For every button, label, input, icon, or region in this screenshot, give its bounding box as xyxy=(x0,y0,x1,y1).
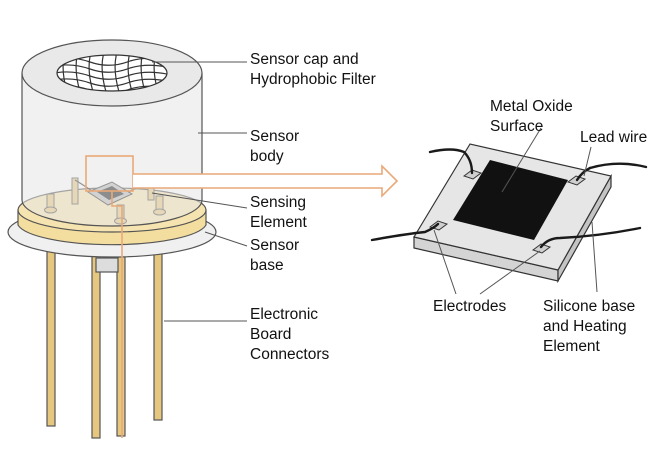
lead-wire xyxy=(370,222,440,242)
zoom-highlight-tail xyxy=(111,191,123,438)
label-line: Sensing xyxy=(250,194,307,211)
label-line: Silicone base xyxy=(543,298,636,315)
center-post xyxy=(95,257,119,273)
zoom-arrow xyxy=(133,164,399,198)
label-sensing-element: Sensing Element xyxy=(250,193,307,233)
connector-pin xyxy=(116,249,126,437)
leader-electrodes-1 xyxy=(433,229,457,295)
leader-lines-left xyxy=(151,61,248,322)
label-line: Electronic xyxy=(250,306,319,323)
label-lead-wire: Lead wire xyxy=(580,128,647,148)
connector-pin xyxy=(91,249,101,439)
label-line: Element xyxy=(250,214,307,231)
label-line: Metal Oxide xyxy=(490,98,573,115)
lead-wire xyxy=(588,162,648,170)
connector-pin xyxy=(46,239,56,427)
label-line: Element xyxy=(543,338,600,355)
leader-base xyxy=(204,231,248,247)
leader-lead-wire xyxy=(583,146,592,177)
label-line: Hydrophobic Filter xyxy=(250,71,376,88)
connector-pin xyxy=(153,239,163,421)
lead-wire xyxy=(428,148,474,175)
electrode-pad xyxy=(462,169,483,180)
label-electrodes: Electrodes xyxy=(433,297,506,317)
label-silicone-base: Silicone base and Heating Element xyxy=(543,297,635,357)
metal-oxide-surface xyxy=(453,160,568,240)
label-sensor-body: Sensor body xyxy=(250,127,299,167)
leader-sensing xyxy=(151,192,248,209)
lead-wires xyxy=(370,148,648,249)
label-line: Sensor xyxy=(250,128,300,145)
label-line: body xyxy=(250,148,284,165)
leader-silicone xyxy=(591,221,598,293)
label-line: Lead wire xyxy=(580,129,648,146)
label-line: Surface xyxy=(490,118,544,135)
label-sensor-base: Sensor base xyxy=(250,236,299,276)
label-sensor-cap: Sensor cap and Hydrophobic Filter xyxy=(250,50,376,90)
label-line: Sensor xyxy=(250,237,300,254)
lead-wire xyxy=(539,226,642,249)
label-board-connectors: Electronic Board Connectors xyxy=(250,305,329,365)
leader-lines-right xyxy=(433,127,598,295)
label-line: and Heating xyxy=(543,318,627,335)
label-line: Electrodes xyxy=(433,298,507,315)
zoomed-sensing-element xyxy=(370,143,648,284)
lead-wire xyxy=(575,166,592,182)
label-metal-oxide-surface: Metal Oxide Surface xyxy=(490,97,573,137)
connector-pins xyxy=(46,239,163,439)
label-line: Sensor cap and xyxy=(250,51,359,68)
label-line: Connectors xyxy=(250,346,330,363)
label-line: Board xyxy=(250,326,292,343)
leader-metal-oxide xyxy=(501,127,542,193)
leader-electrodes-2 xyxy=(479,250,541,295)
label-line: base xyxy=(250,257,284,274)
